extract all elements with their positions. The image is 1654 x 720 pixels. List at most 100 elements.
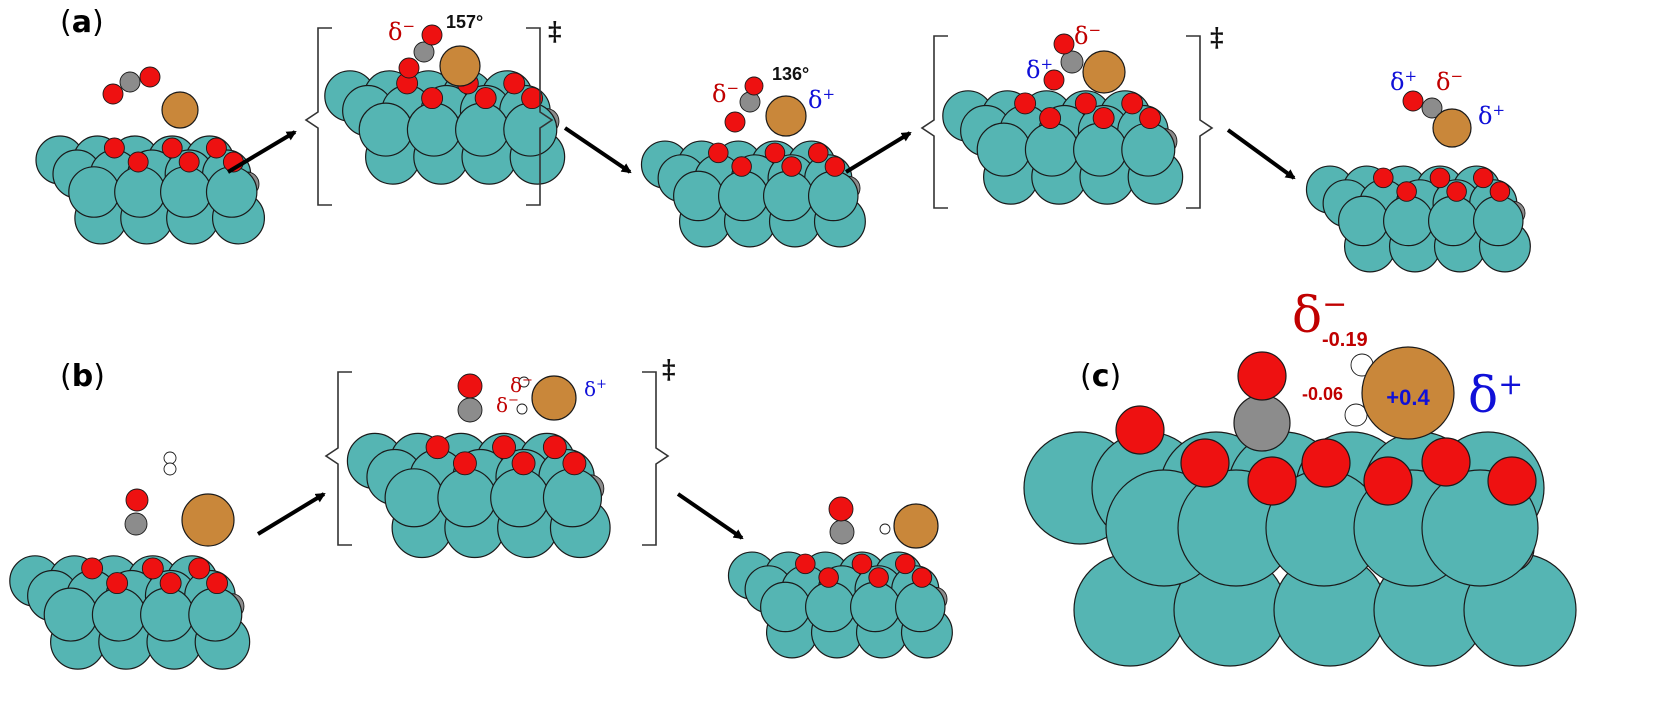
surface-atom bbox=[542, 468, 603, 528]
oxygen-atom bbox=[511, 451, 536, 476]
oxygen-atom bbox=[708, 142, 729, 164]
oxygen-atom bbox=[828, 496, 854, 522]
surface-atom bbox=[140, 587, 195, 642]
ts-bracket-b-right bbox=[642, 371, 670, 546]
delta-plus-a-final-1: δ+ bbox=[1390, 67, 1417, 96]
surface-atom bbox=[894, 581, 946, 633]
carbon-atom bbox=[457, 397, 483, 423]
oxygen-atom bbox=[106, 572, 129, 595]
metal-adatom bbox=[161, 91, 199, 129]
delta-plus-b: δ+ bbox=[584, 377, 607, 401]
ts-bracket-a1-left bbox=[304, 27, 332, 206]
delta-minus-a-ts1: δ− bbox=[388, 17, 415, 46]
panel-label-b: (b) bbox=[60, 359, 105, 394]
oxygen-atom bbox=[1396, 181, 1417, 202]
metal-adatom bbox=[531, 375, 577, 421]
slab-a-initial bbox=[35, 66, 266, 245]
oxygen-atom bbox=[139, 66, 161, 88]
slab-a-intermediate bbox=[640, 76, 866, 248]
oxygen-atom bbox=[731, 156, 752, 177]
oxygen-atom bbox=[895, 553, 916, 575]
oxygen-atom bbox=[868, 567, 889, 588]
oxygen-atom bbox=[795, 553, 816, 575]
surface-atom bbox=[160, 166, 212, 218]
oxygen-atom bbox=[1489, 181, 1511, 202]
carbon-atom bbox=[413, 41, 435, 63]
oxygen-atom bbox=[503, 72, 526, 95]
ts-mark-a2: ‡ bbox=[1210, 23, 1224, 53]
oxygen-atom bbox=[457, 373, 483, 399]
panel-label-c: (c) bbox=[1080, 359, 1121, 394]
oxygen-atom bbox=[205, 137, 227, 159]
oxygen-atom bbox=[851, 553, 873, 575]
oxygen-atom bbox=[1115, 405, 1165, 455]
oxygen-atom bbox=[1421, 437, 1471, 487]
surface-atom bbox=[849, 581, 901, 633]
surface-atom bbox=[358, 102, 413, 157]
surface-atom bbox=[1427, 195, 1479, 247]
oxygen-atom bbox=[1053, 33, 1075, 55]
carbon-atom bbox=[1421, 97, 1443, 119]
oxygen-atom bbox=[1074, 92, 1097, 115]
metal-adatom bbox=[765, 95, 807, 137]
surface-atom bbox=[1024, 122, 1079, 177]
oxygen-atom bbox=[911, 567, 933, 588]
slab-a-ts1 bbox=[324, 24, 566, 185]
oxygen-atom bbox=[1014, 92, 1037, 115]
slab-c-closeup bbox=[1023, 346, 1577, 667]
charge-top-c: -0.19 bbox=[1322, 329, 1368, 351]
oxygen-atom bbox=[1180, 438, 1230, 488]
oxygen-atom bbox=[824, 156, 846, 177]
oxygen-atom bbox=[1247, 456, 1297, 506]
surface-atom bbox=[1073, 122, 1128, 177]
carbon-atom bbox=[829, 519, 855, 545]
carbon-atom bbox=[119, 71, 141, 93]
slab-b-ts bbox=[346, 373, 611, 559]
oxygen-atom bbox=[1039, 107, 1062, 130]
surface-atom bbox=[805, 581, 856, 633]
carbon-atom bbox=[1233, 394, 1291, 452]
ts-bracket-a1-right bbox=[526, 27, 554, 206]
angle-label-int: 136° bbox=[772, 64, 809, 84]
surface-atom bbox=[205, 166, 258, 218]
oxygen-atom bbox=[474, 87, 497, 110]
oxygen-atom bbox=[1092, 107, 1115, 130]
surface-atom bbox=[976, 122, 1031, 177]
delta-plus-c: δ+ bbox=[1468, 366, 1523, 424]
slab-a-ts2 bbox=[942, 33, 1184, 205]
oxygen-atom bbox=[808, 142, 829, 164]
surface-atom bbox=[1338, 195, 1389, 247]
surface-atom bbox=[807, 170, 859, 222]
oxygen-atom bbox=[421, 24, 443, 46]
oxygen-atom bbox=[161, 137, 183, 159]
carbon-atom bbox=[124, 512, 148, 536]
oxygen-atom bbox=[492, 435, 516, 460]
surface-atom bbox=[762, 170, 814, 222]
surface-atom bbox=[437, 468, 497, 528]
oxygen-atom bbox=[744, 76, 764, 96]
ts-mark-a1: ‡ bbox=[548, 17, 562, 47]
metal-adatom bbox=[439, 45, 481, 87]
oxygen-atom bbox=[1373, 167, 1394, 189]
oxygen-atom bbox=[1429, 167, 1451, 189]
metal-adatom bbox=[1082, 50, 1126, 94]
delta-minus-c: δ− bbox=[1292, 286, 1347, 344]
surface-atom bbox=[43, 587, 98, 642]
surface-atom bbox=[384, 468, 444, 528]
angle-label-ts1: 157° bbox=[446, 12, 483, 32]
delta-minus-b-2: δ− bbox=[496, 393, 519, 417]
charge-center-c: +0.4 bbox=[1386, 385, 1430, 410]
delta-minus-a-ts2: δ− bbox=[1074, 21, 1101, 50]
oxygen-atom bbox=[398, 57, 420, 79]
oxygen-atom bbox=[542, 435, 567, 460]
oxygen-atom bbox=[1237, 351, 1287, 401]
ts-bracket-b-left bbox=[324, 371, 352, 546]
arrow-b2 bbox=[676, 492, 744, 540]
oxygen-atom bbox=[781, 156, 802, 177]
hydrogen-atom bbox=[879, 523, 891, 535]
slab-b-initial bbox=[9, 451, 251, 670]
arrow-a3 bbox=[844, 131, 912, 174]
oxygen-atom bbox=[724, 111, 746, 133]
surface-atom bbox=[1121, 122, 1176, 177]
